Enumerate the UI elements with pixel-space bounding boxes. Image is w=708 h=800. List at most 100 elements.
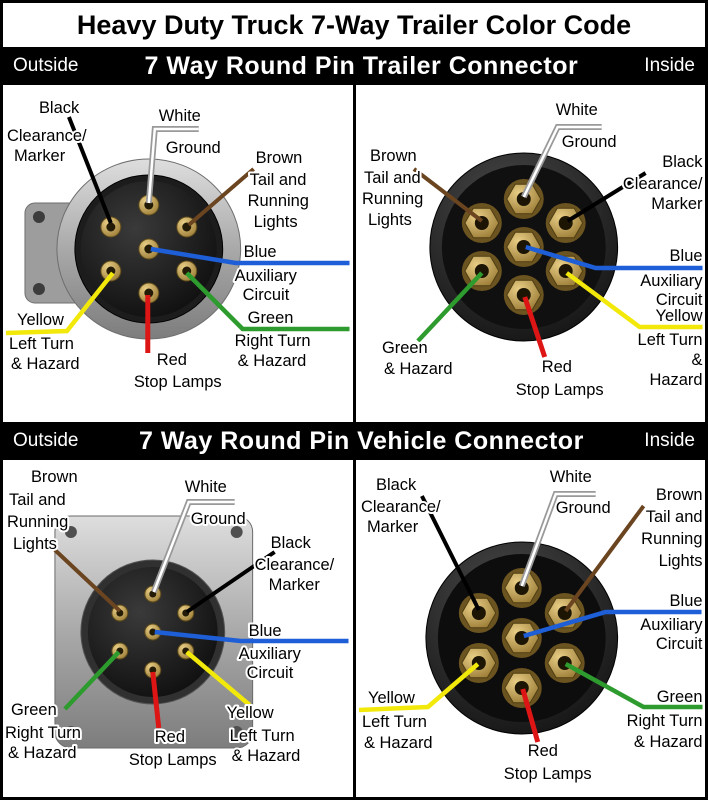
white-wire-function: Ground xyxy=(191,510,246,528)
green-wire-function: Right Turn xyxy=(235,332,311,350)
green-wire-line xyxy=(415,271,483,343)
trailer-inside-view: Brown Tail and Running Lights White Grou… xyxy=(356,85,706,422)
green-wire-label: Green xyxy=(248,309,294,327)
green-wire-function: & Hazard xyxy=(383,360,452,378)
brown-wire-line xyxy=(53,548,122,613)
blue-wire-label: Blue xyxy=(669,247,702,265)
blue-wire-label: Blue xyxy=(249,622,282,640)
brown-wire-function: Lights xyxy=(254,213,298,231)
trailer-inside-connector xyxy=(428,152,618,342)
black-wire-function: Marker xyxy=(366,518,418,536)
blue-wire-function: Auxiliary xyxy=(239,645,302,663)
brown-wire-function: Lights xyxy=(13,535,57,553)
red-wire-function: Stop Lamps xyxy=(129,751,217,769)
white-wire-label: White xyxy=(549,468,591,486)
white-wire-function: Ground xyxy=(561,133,616,151)
black-wire-line xyxy=(185,550,276,614)
blue-wire-function: Circuit xyxy=(655,291,702,309)
trailer-outside-diagram: Black Clearance/ Marker White Ground Bro… xyxy=(5,97,350,393)
brown-wire-label: Brown xyxy=(256,149,303,167)
brown-wire-line xyxy=(412,167,483,223)
black-wire-label: Black xyxy=(375,476,416,494)
yellow-wire-function: & Hazard xyxy=(363,734,432,752)
blue-wire-function: Circuit xyxy=(655,635,702,653)
brown-wire-function: Running xyxy=(248,192,309,210)
blue-wire-function: Circuit xyxy=(247,664,294,682)
vehicle-outside-connector xyxy=(54,515,254,749)
terminal-upper-left xyxy=(457,592,499,634)
flange-bolt xyxy=(32,283,45,295)
white-wire-label: White xyxy=(185,478,227,496)
green-wire-function: & Hazard xyxy=(8,744,77,762)
blue-wire-line xyxy=(524,244,703,271)
yellow-wire-label: Yellow xyxy=(367,689,414,707)
vehicle-inside-diagram: Black Clearance/ Marker White Ground Bro… xyxy=(358,466,705,785)
white-wire-label: White xyxy=(555,101,597,119)
page-title: Heavy Duty Truck 7-Way Trailer Color Cod… xyxy=(76,9,632,40)
black-wire-function: Marker xyxy=(269,576,321,594)
black-wire-line xyxy=(419,495,481,611)
vehicle-section-header: Outside 7 Way Round Pin Vehicle Connecto… xyxy=(3,422,705,460)
brown-wire-function: Running xyxy=(7,513,68,531)
brown-wire-function: Lights xyxy=(367,211,411,229)
black-wire-function: Clearance/ xyxy=(360,498,440,516)
vehicle-connector-panel: Brown Tail and Running Lights White Grou… xyxy=(3,460,705,797)
black-wire-line xyxy=(566,171,647,223)
red-wire-label: Red xyxy=(527,742,557,760)
vehicle-outside-view: Brown Tail and Running Lights White Grou… xyxy=(3,460,356,797)
blue-wire-line xyxy=(522,609,702,639)
brown-wire-line xyxy=(563,504,645,613)
terminal-bottom xyxy=(500,667,542,709)
vehicle-inside-connector xyxy=(424,541,618,735)
yellow-wire-function: & Hazard xyxy=(232,747,301,765)
brown-wire-function: Running xyxy=(641,530,702,548)
trailer-connector-title: 7 Way Round Pin Trailer Connector xyxy=(144,51,579,80)
red-wire-function: Stop Lamps xyxy=(134,373,222,391)
brown-wire-label: Brown xyxy=(369,147,416,165)
black-wire-line xyxy=(67,116,113,224)
yellow-wire-line xyxy=(358,662,479,713)
yellow-wire-function: & Hazard xyxy=(11,355,80,373)
terminal-top xyxy=(500,567,542,609)
inside-label: Inside xyxy=(644,55,695,76)
red-wire-function: Stop Lamps xyxy=(515,381,603,399)
terminal-upper-right xyxy=(544,202,586,244)
trailer-outside-connector xyxy=(24,158,242,340)
blue-wire-function: Auxiliary xyxy=(640,616,703,634)
green-wire-function: & Hazard xyxy=(238,352,307,370)
black-wire-function: Marker xyxy=(14,147,66,165)
blue-wire-line xyxy=(150,246,350,266)
terminal-center xyxy=(500,617,542,659)
brown-wire-function: Tail and xyxy=(250,171,307,189)
black-wire-label: Black xyxy=(39,99,80,117)
brown-wire-function: Running xyxy=(361,190,422,208)
red-wire-label: Red xyxy=(157,351,187,369)
green-wire-function: Right Turn xyxy=(626,712,702,730)
black-wire-label: Black xyxy=(662,153,703,171)
red-wire-line xyxy=(150,671,162,729)
black-wire-function: Clearance/ xyxy=(255,556,335,574)
yellow-wire-line xyxy=(185,650,252,707)
housing-bolt xyxy=(230,726,243,738)
trailer-connector-panel: Black Clearance/ Marker White Ground Bro… xyxy=(3,85,705,422)
brown-wire-label: Brown xyxy=(31,468,78,486)
white-wire-line-core xyxy=(152,500,235,593)
red-wire-function: Stop Lamps xyxy=(503,765,591,783)
yellow-wire-label: Yellow xyxy=(17,311,64,329)
yellow-wire-label: Yellow xyxy=(227,704,274,722)
trailer-section-header: Outside 7 Way Round Pin Trailer Connecto… xyxy=(3,47,705,85)
yellow-wire-function: Left Turn xyxy=(637,331,702,349)
blue-wire-function: Auxiliary xyxy=(235,267,298,285)
yellow-wire-function: Hazard xyxy=(649,371,702,389)
green-wire-label: Green xyxy=(381,339,427,357)
housing-bolt xyxy=(64,726,77,738)
green-wire-function: Right Turn xyxy=(5,724,81,742)
white-wire-label: White xyxy=(159,107,201,125)
blue-wire-label: Blue xyxy=(244,243,277,261)
brown-wire-function: Tail and xyxy=(9,491,66,509)
brown-wire-function: Lights xyxy=(658,552,702,570)
terminal-top xyxy=(502,178,544,220)
green-wire-label: Green xyxy=(11,701,57,719)
black-wire-function: Clearance/ xyxy=(622,175,702,193)
white-wire-line-core xyxy=(520,492,596,587)
